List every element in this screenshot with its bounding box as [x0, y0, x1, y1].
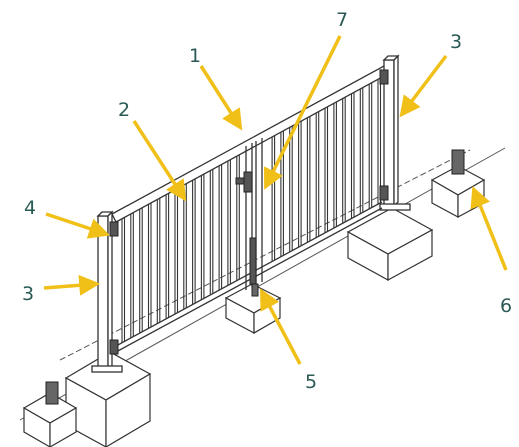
label-6: 6 [500, 295, 512, 317]
foundations [22, 165, 486, 447]
posts [91, 54, 411, 373]
lock-handle [235, 177, 245, 185]
stop-left [45, 381, 59, 405]
arrow-5 [260, 288, 302, 365]
stop-right [451, 149, 465, 175]
foundation-right [346, 207, 434, 282]
hinge-top-right [379, 69, 389, 85]
foundation-stop-left [22, 392, 78, 447]
hinge-bottom-left [109, 339, 119, 355]
label-3-right: 3 [450, 31, 462, 53]
hardware [45, 69, 465, 405]
arrow-6 [470, 186, 508, 271]
arrow-3-left [43, 274, 101, 296]
callout-arrows [43, 35, 508, 365]
drop-bolt [249, 237, 257, 285]
hinge-top-left [109, 221, 119, 237]
lock-box [243, 171, 253, 193]
label-4: 4 [24, 197, 36, 219]
label-5: 5 [305, 371, 317, 393]
post-left [91, 210, 123, 373]
arrow-4 [45, 212, 110, 239]
arrow-2 [132, 120, 187, 202]
arrow-7 [264, 35, 342, 190]
hinge-bottom-right [379, 185, 389, 201]
label-3-left: 3 [22, 283, 34, 305]
label-2: 2 [118, 99, 130, 121]
label-1: 1 [189, 45, 201, 67]
callout-labels: 1 2 3 4 5 6 7 3 [22, 9, 512, 393]
arrow-3-right [399, 54, 448, 118]
gate-leaves [111, 65, 385, 353]
label-7: 7 [336, 9, 348, 31]
stop-center [251, 283, 259, 297]
post-right [379, 54, 411, 211]
arrow-1 [199, 65, 243, 131]
